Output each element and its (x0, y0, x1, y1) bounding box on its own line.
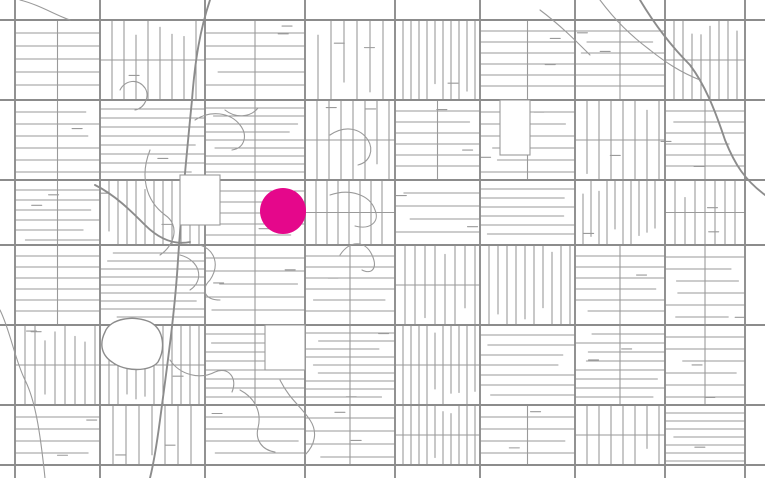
park-block (264, 324, 306, 371)
curved-subdivision-streets (119, 80, 377, 456)
curved-street (329, 191, 377, 228)
curved-street (224, 107, 259, 117)
location-marker[interactable] (260, 188, 306, 234)
diagonal-street (539, 9, 591, 56)
diagonal-highway (149, 0, 211, 478)
curved-street (194, 113, 245, 151)
diagonal-street (599, 0, 701, 81)
curved-street (239, 389, 276, 453)
minor-road-network (14, 19, 746, 466)
curved-street (179, 254, 200, 291)
curved-street (199, 244, 221, 301)
curved-street (279, 379, 316, 456)
curved-street (339, 243, 375, 273)
lake (101, 317, 164, 371)
curved-street (329, 128, 372, 166)
park-block (179, 174, 221, 226)
curved-street (169, 359, 235, 393)
diagonal-road (94, 184, 191, 244)
curved-street (144, 149, 175, 256)
diagonal-street (19, 0, 71, 21)
diagonal-street (0, 309, 46, 478)
curved-street (119, 80, 148, 111)
rail-line (639, 0, 765, 196)
open-block (499, 99, 531, 156)
